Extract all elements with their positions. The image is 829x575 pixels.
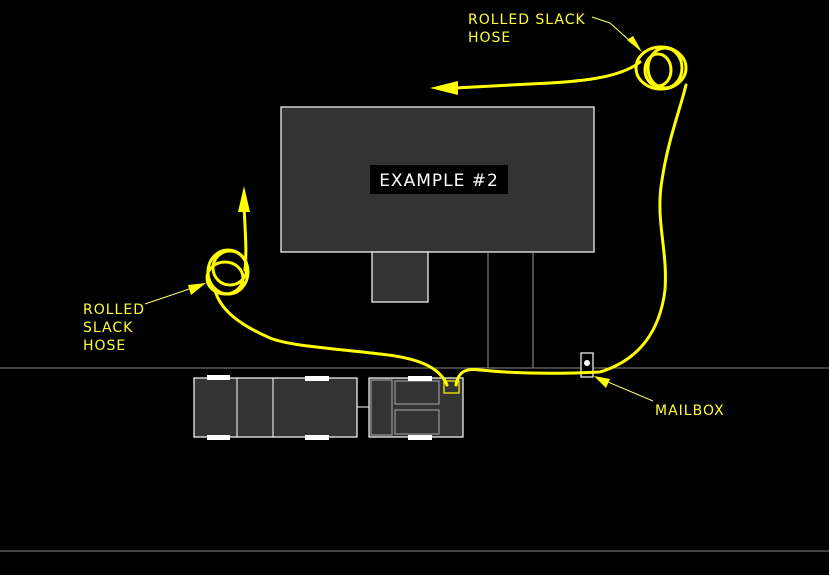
svg-text:HOSE: HOSE: [468, 30, 511, 46]
wheel: [305, 435, 329, 440]
label-mailbox: MAILBOX: [594, 376, 725, 419]
wheel: [207, 435, 230, 440]
hose-right-run: [430, 45, 688, 387]
svg-text:SLACK: SLACK: [83, 320, 133, 336]
wheel: [408, 376, 432, 381]
wheel: [207, 375, 230, 380]
house-extension: [371, 251, 429, 303]
svg-text:ROLLED SLACK: ROLLED SLACK: [468, 12, 586, 28]
svg-text:ROLLED: ROLLED: [83, 302, 145, 318]
label-hose-top: ROLLED SLACK HOSE: [468, 12, 642, 52]
wheel: [408, 435, 432, 440]
trailer: [193, 375, 358, 440]
hose-left-run: [205, 186, 449, 387]
house: EXAMPLE #2: [280, 106, 595, 303]
label-hose-left: ROLLED SLACK HOSE: [83, 283, 206, 354]
title-text: EXAMPLE #2: [379, 171, 499, 191]
wheel: [305, 376, 329, 381]
title-box: [370, 165, 508, 194]
arrow-up-icon: [238, 186, 250, 212]
hose-reel-box: [443, 380, 460, 394]
leader-arrow-icon: [594, 376, 610, 388]
leader-arrow-icon: [188, 283, 206, 295]
truck: [368, 376, 464, 440]
svg-text:HOSE: HOSE: [83, 338, 126, 354]
leader-arrow-icon: [627, 36, 642, 52]
svg-text:MAILBOX: MAILBOX: [655, 403, 725, 419]
arrow-left-icon: [430, 81, 458, 95]
